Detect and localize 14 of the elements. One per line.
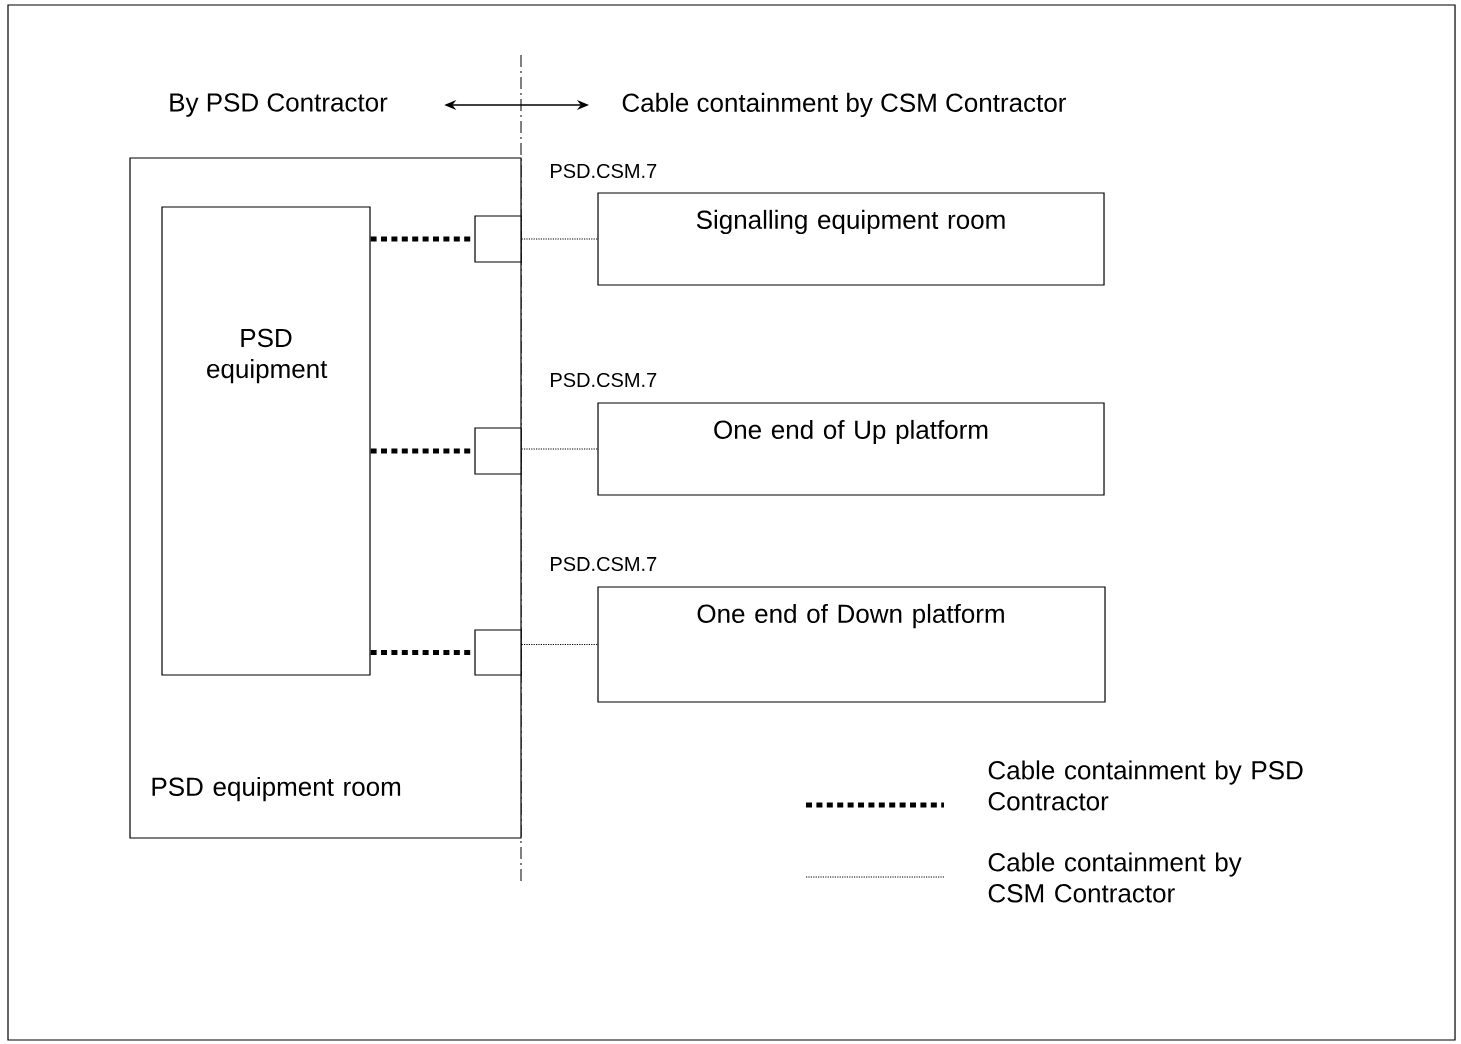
reference-label: PSD.CSM.7 (551, 372, 657, 388)
heading-text: By PSD Contractor (170, 93, 388, 117)
reference-label: PSD.CSM.7 (551, 163, 657, 179)
platform-box: One end of Down platform (597, 586, 1106, 703)
termination-box (474, 427, 522, 475)
heading-text: Cable containment by CSM Contractor (622, 92, 1066, 118)
legend-text: Cable containment by CSM Contractor (988, 852, 1242, 903)
platform-box: One end of Up platform (597, 402, 1105, 496)
termination-box (474, 215, 522, 263)
legend-text: Cable containment by PSD Contractor (988, 760, 1303, 811)
room-box: Signalling equipment room (597, 192, 1105, 286)
reference-label: PSD.CSM.7 (551, 556, 657, 572)
termination-box (474, 629, 522, 676)
equipment-box: PSD equipment (161, 206, 371, 676)
